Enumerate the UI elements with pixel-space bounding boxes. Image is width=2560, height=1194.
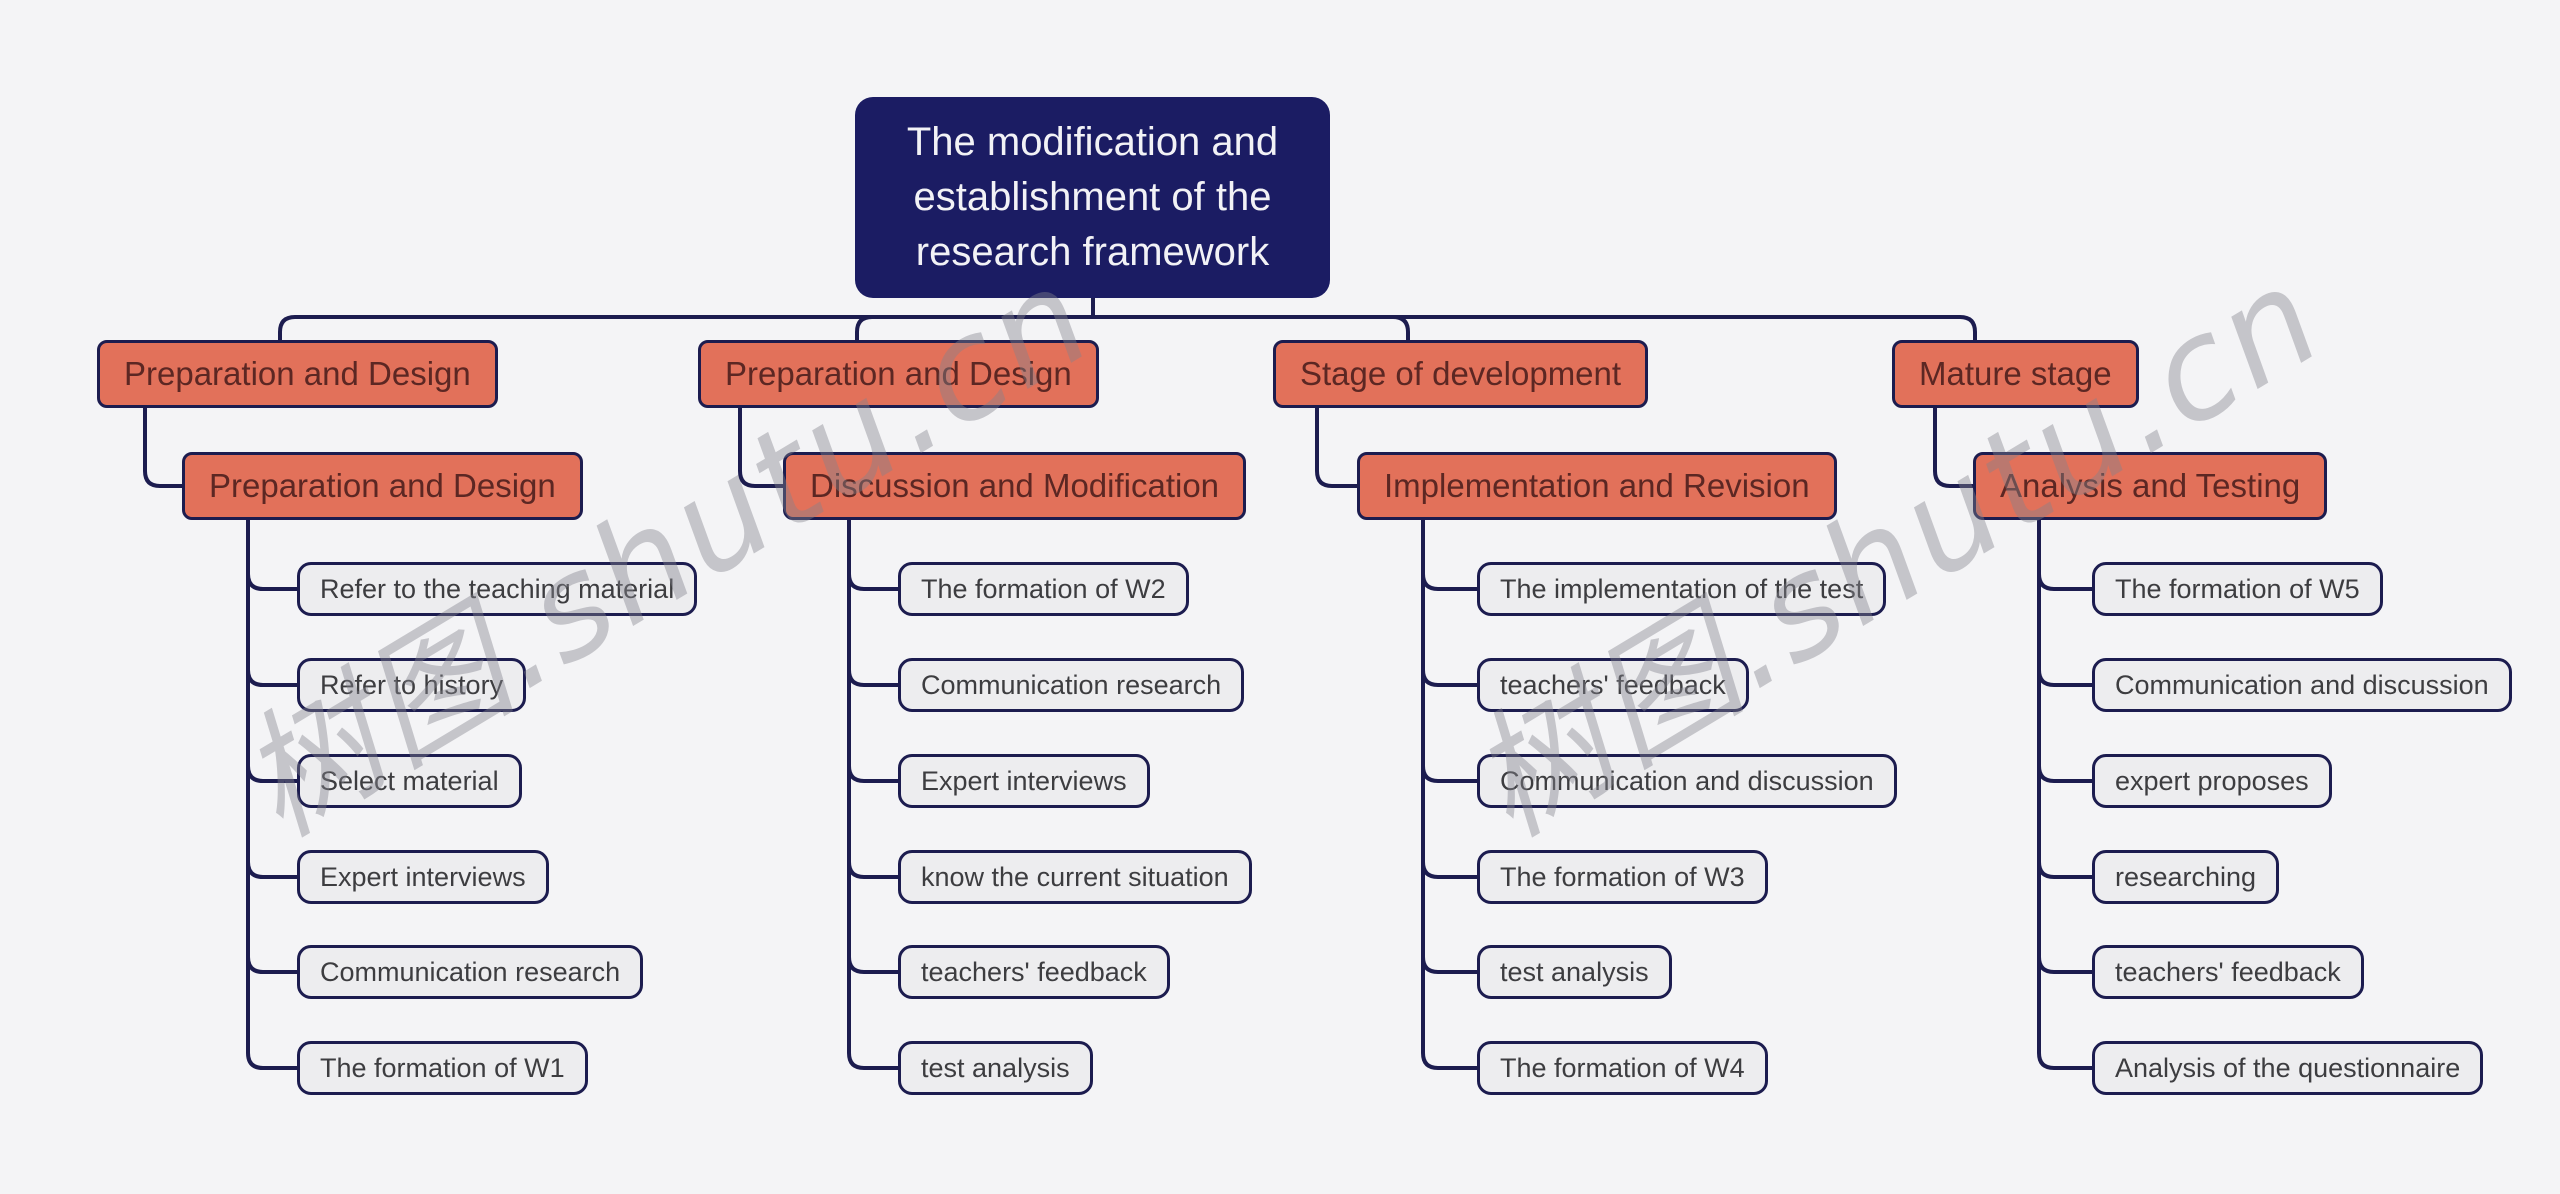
leaf-node[interactable]: teachers' feedback — [1477, 658, 1749, 712]
leaf-node[interactable]: Communication research — [297, 945, 644, 999]
leaf-node[interactable]: Communication and discussion — [2092, 658, 2512, 712]
sub-node-2[interactable]: Discussion and Modification — [783, 452, 1247, 520]
sub-node-3[interactable]: Implementation and Revision — [1357, 452, 1837, 520]
leaf-node[interactable]: Analysis of the questionnaire — [2092, 1041, 2484, 1095]
branch-node-3[interactable]: Stage of development — [1273, 340, 1649, 408]
leaf-node[interactable]: Refer to the teaching material — [297, 562, 698, 616]
leaf-node[interactable]: Communication and discussion — [1477, 754, 1897, 808]
sub-node-1[interactable]: Preparation and Design — [182, 452, 583, 520]
leaf-node[interactable]: Expert interviews — [898, 754, 1150, 808]
leaf-node[interactable]: teachers' feedback — [898, 945, 1170, 999]
leaf-node[interactable]: The formation of W5 — [2092, 562, 2383, 616]
leaf-node[interactable]: teachers' feedback — [2092, 945, 2364, 999]
leaf-node[interactable]: Communication research — [898, 658, 1245, 712]
root-node[interactable]: The modification and establishment of th… — [855, 97, 1330, 298]
leaf-node[interactable]: Select material — [297, 754, 522, 808]
branch-node-1[interactable]: Preparation and Design — [97, 340, 498, 408]
leaf-node[interactable]: The formation of W2 — [898, 562, 1189, 616]
leaf-node[interactable]: The implementation of the test — [1477, 562, 1887, 616]
leaf-node[interactable]: Refer to history — [297, 658, 527, 712]
sub-node-4[interactable]: Analysis and Testing — [1973, 452, 2328, 520]
leaf-node[interactable]: The formation of W4 — [1477, 1041, 1768, 1095]
leaf-node[interactable]: test analysis — [898, 1041, 1093, 1095]
leaf-node[interactable]: The formation of W3 — [1477, 850, 1768, 904]
leaf-node[interactable]: test analysis — [1477, 945, 1672, 999]
leaf-node[interactable]: know the current situation — [898, 850, 1252, 904]
leaf-node[interactable]: Expert interviews — [297, 850, 549, 904]
leaf-node[interactable]: The formation of W1 — [297, 1041, 588, 1095]
branch-node-2[interactable]: Preparation and Design — [698, 340, 1099, 408]
leaf-node[interactable]: expert proposes — [2092, 754, 2332, 808]
leaf-node[interactable]: researching — [2092, 850, 2280, 904]
branch-node-4[interactable]: Mature stage — [1892, 340, 2139, 408]
